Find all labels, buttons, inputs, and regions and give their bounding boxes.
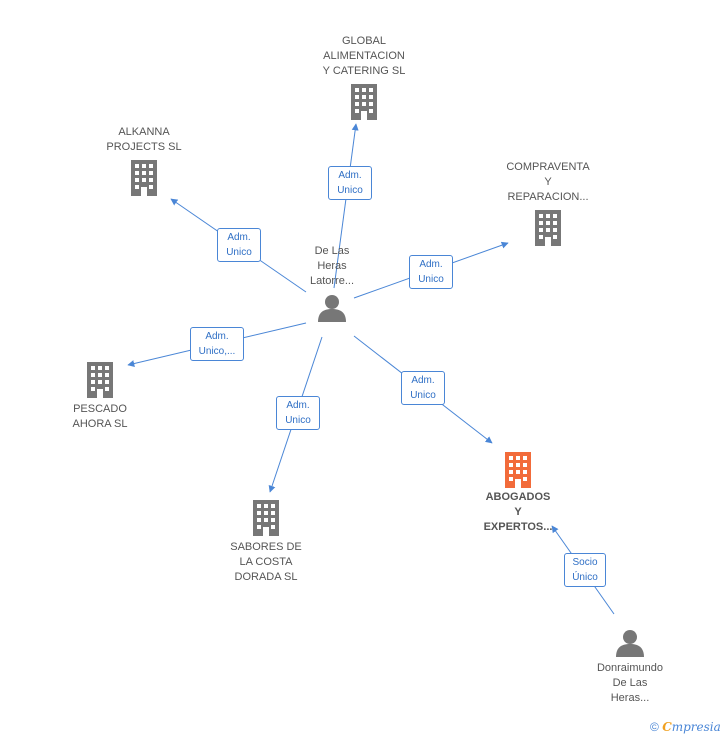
node-donraimundo[interactable]: Donraimundo De Las Heras... <box>584 628 676 706</box>
person-icon <box>616 630 644 657</box>
edge-badge-abogados[interactable]: Adm. Unico <box>401 371 445 405</box>
node-pescado[interactable]: PESCADO AHORA SL <box>58 362 142 432</box>
node-label: Donraimundo De Las Heras... <box>596 662 664 704</box>
brand-logo: Cmpresia <box>662 720 721 734</box>
node-label: De Las Heras Latorre... <box>309 245 355 287</box>
edge-line-global <box>333 123 359 289</box>
building-icon <box>505 452 531 488</box>
node-label: ABOGADOS Y EXPERTOS... <box>483 491 553 533</box>
edge-badge-sabores[interactable]: Adm. Unico <box>276 396 320 430</box>
building-icon <box>253 500 279 536</box>
node-label: COMPRAVENTA Y REPARACION... <box>506 161 590 203</box>
node-alkanna[interactable]: ALKANNA PROJECTS SL <box>96 125 192 196</box>
person-icon <box>318 295 346 322</box>
building-icon <box>131 160 157 196</box>
copyright-symbol: © <box>650 720 659 734</box>
edge-badge-compraventa[interactable]: Adm. Unico <box>409 255 453 289</box>
footer-brand: © Cmpresia <box>650 720 721 734</box>
node-label: PESCADO AHORA SL <box>72 403 128 430</box>
node-label: ALKANNA PROJECTS SL <box>106 126 182 153</box>
node-sabores[interactable]: SABORES DE LA COSTA DORADA SL <box>220 500 312 585</box>
building-icon <box>351 84 377 120</box>
node-label: SABORES DE LA COSTA DORADA SL <box>230 541 302 583</box>
edge-badge-alkanna[interactable]: Adm. Unico <box>217 228 261 262</box>
brand-logo-text: mpresia <box>671 720 721 734</box>
node-abogados[interactable]: ABOGADOS Y EXPERTOS... <box>472 452 564 535</box>
node-label: GLOBAL ALIMENTACION Y CATERING SL <box>322 35 406 77</box>
brand-logo-initial: C <box>662 720 672 734</box>
edge-badge-pescado[interactable]: Adm. Unico,... <box>190 327 244 361</box>
node-center-person[interactable]: De Las Heras Latorre... <box>296 244 368 323</box>
node-compraventa[interactable]: COMPRAVENTA Y REPARACION... <box>494 160 602 246</box>
node-global[interactable]: GLOBAL ALIMENTACION Y CATERING SL <box>306 34 422 120</box>
edge-badge-donraimundo[interactable]: Socio Único <box>564 553 606 587</box>
building-icon <box>535 210 561 246</box>
building-icon <box>87 362 113 398</box>
edge-badge-global[interactable]: Adm. Unico <box>328 166 372 200</box>
